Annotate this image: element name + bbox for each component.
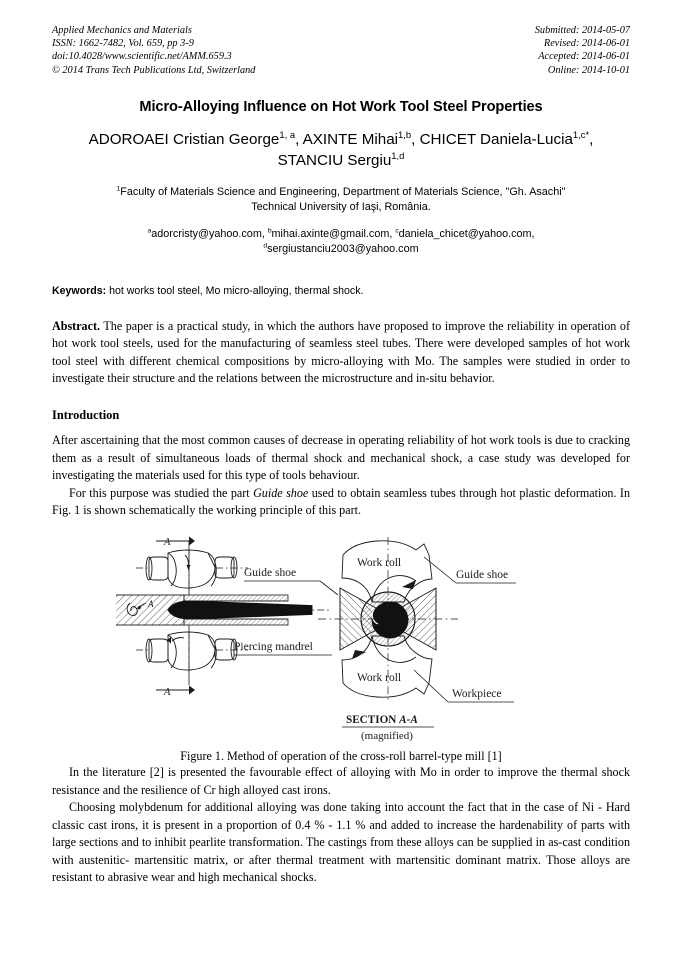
email-item: cdaniela_chicet@yahoo.com, — [395, 227, 535, 240]
email-marker: c — [395, 227, 399, 235]
guide-shoe-right-label: Guide shoe — [456, 569, 508, 581]
email-item: aadorcristy@yahoo.com, — [147, 227, 268, 240]
label-piercing-mandrel: Piercing mandrel — [234, 641, 332, 656]
label-workpiece: Workpiece — [413, 670, 514, 703]
date-accepted: Accepted: 2014-06-01 — [538, 51, 630, 63]
author-name: ADOROAEI Cristian George — [88, 130, 280, 148]
affiliation-line-2: Technical University of Iaşi, România. — [251, 201, 431, 214]
page-title: Micro-Alloying Influence on Hot Work Too… — [139, 98, 543, 115]
author-separator: , — [411, 130, 420, 148]
author-item: AXINTE Mihai1,b, — [302, 128, 420, 148]
journal-doi: doi:10.4028/www.scientific.net/AMM.659.3 — [52, 51, 232, 63]
abstract-label: Abstract. — [52, 318, 101, 333]
work-roll-upper-section — [341, 540, 433, 603]
email-item: bmihai.axinte@gmail.com, — [267, 227, 396, 240]
section-subtitle-label: (magnified) — [361, 730, 413, 742]
after-figure-paragraph-1: In the literature [2] is presented the f… — [52, 765, 630, 797]
email-marker: b — [267, 227, 272, 235]
affiliation-line-1: Faculty of Materials Science and Enginee… — [120, 185, 566, 198]
date-submitted: Submitted: 2014-05-07 — [534, 25, 630, 36]
author-name: STANCIU Sergiu — [277, 151, 392, 169]
affiliation-block: 1Faculty of Materials Science and Engine… — [52, 185, 630, 216]
introduction-paragraph-2: For this purpose was studied the part Gu… — [52, 485, 630, 520]
email-address[interactable]: sergiustanciu2003@yahoo.com — [267, 243, 419, 256]
cross-roll-mill-diagram: A — [116, 536, 516, 742]
journal-copyright: © 2014 Trans Tech Publications Ltd, Swit… — [52, 64, 256, 76]
work-roll-lower-side — [136, 632, 248, 671]
email-separator: , — [261, 227, 268, 240]
piercing-mandrel-label: Piercing mandrel — [234, 641, 313, 653]
abstract-block: Abstract. The paper is a practical study… — [52, 318, 630, 388]
journal-issn: ISSN: 1662-7482, Vol. 659, pp 3-9 — [52, 38, 194, 50]
author-item: STANCIU Sergiu1,d — [277, 149, 405, 169]
author-affil-marker: 1,d — [391, 149, 405, 161]
work-roll-upper-side — [136, 550, 248, 589]
work-roll-lower-section — [341, 636, 433, 699]
email-address[interactable]: daniela_chicet@yahoo.com — [398, 227, 532, 240]
label-guide-shoe-left: Guide shoe — [244, 567, 339, 596]
keywords-block: Keywords: hot works tool steel, Mo micro… — [52, 284, 630, 298]
journal-header: Applied Mechanics and Materials ISSN: 16… — [52, 24, 630, 77]
section-a-a-caption: SECTION A-A (magnified) — [342, 714, 434, 742]
paragraph-text-after: used to obtain seamless tubes through ho… — [52, 485, 630, 518]
label-guide-shoe-right: Guide shoe — [423, 557, 516, 584]
email-item: dsergiustanciu2003@yahoo.com — [263, 243, 418, 255]
workpiece-label: Workpiece — [452, 688, 502, 700]
work-roll-top-label: Work roll — [357, 557, 401, 569]
svg-text:A: A — [147, 599, 154, 609]
author-item: CHICET Daniela-Lucia1,c*, — [419, 128, 594, 148]
date-online: Online: 2014-10-01 — [547, 64, 630, 76]
section-title-label: SECTION A-A — [346, 714, 418, 726]
author-item: ADOROAEI Cristian George1, a, — [88, 128, 303, 148]
email-marker: a — [147, 227, 152, 235]
section-heading-introduction: Introduction — [52, 408, 120, 423]
guide-shoe-term: Guide shoe — [253, 485, 309, 500]
keywords-label: Keywords: — [52, 284, 107, 297]
author-list: ADOROAEI Cristian George1, a, AXINTE Mih… — [52, 129, 630, 171]
email-separator: , — [531, 227, 535, 240]
author-name: CHICET Daniela-Lucia — [419, 130, 573, 148]
paragraph-text-before: For this purpose was studied the part — [69, 485, 254, 500]
journal-name: Applied Mechanics and Materials — [52, 25, 192, 36]
author-separator: , — [295, 130, 303, 148]
figure-caption: Figure 1. Method of operation of the cro… — [180, 749, 502, 764]
section-mark-a-bottom-label: A — [163, 687, 171, 698]
section-line-a-bottom: A — [156, 685, 195, 698]
email-block: aadorcristy@yahoo.com, bmihai.axinte@gma… — [52, 227, 630, 258]
author-separator: , — [589, 130, 594, 148]
email-separator: , — [389, 227, 396, 240]
abstract-text: The paper is a practical study, in which… — [52, 318, 630, 386]
email-address[interactable]: adorcristy@yahoo.com — [151, 227, 262, 240]
email-marker: d — [263, 242, 268, 250]
journal-header-right: Submitted: 2014-05-07 Revised: 2014-06-0… — [535, 24, 630, 77]
journal-header-left: Applied Mechanics and Materials ISSN: 16… — [52, 24, 255, 77]
keywords-value: hot works tool steel, Mo micro-alloying,… — [106, 284, 364, 297]
author-line-1: ADOROAEI Cristian George1, a, AXINTE Mih… — [88, 128, 594, 148]
piercing-mandrel-shape — [167, 601, 330, 620]
date-revised: Revised: 2014-06-01 — [543, 38, 630, 50]
section-a-a-view: Work roll Work roll Guide shoe Workpiece — [318, 537, 516, 742]
author-affil-marker: 1, a — [279, 128, 296, 140]
work-roll-bottom-label: Work roll — [357, 672, 401, 684]
affiliation-marker: 1 — [116, 185, 121, 193]
author-affil-marker: 1,b — [398, 128, 412, 140]
author-name: AXINTE Mihai — [302, 130, 399, 148]
section-mark-a-top-label: A — [163, 537, 171, 548]
author-affil-marker: 1,c* — [572, 128, 590, 140]
email-address[interactable]: mihai.axinte@gmail.com — [271, 227, 390, 240]
figure-1: A — [52, 533, 630, 745]
introduction-paragraph-1: After ascertaining that the most common … — [52, 433, 630, 483]
author-line-2: STANCIU Sergiu1,d — [277, 149, 405, 169]
guide-shoe-left-label: Guide shoe — [244, 567, 296, 579]
after-figure-paragraph-2: Choosing molybdenum for additional alloy… — [52, 800, 630, 884]
